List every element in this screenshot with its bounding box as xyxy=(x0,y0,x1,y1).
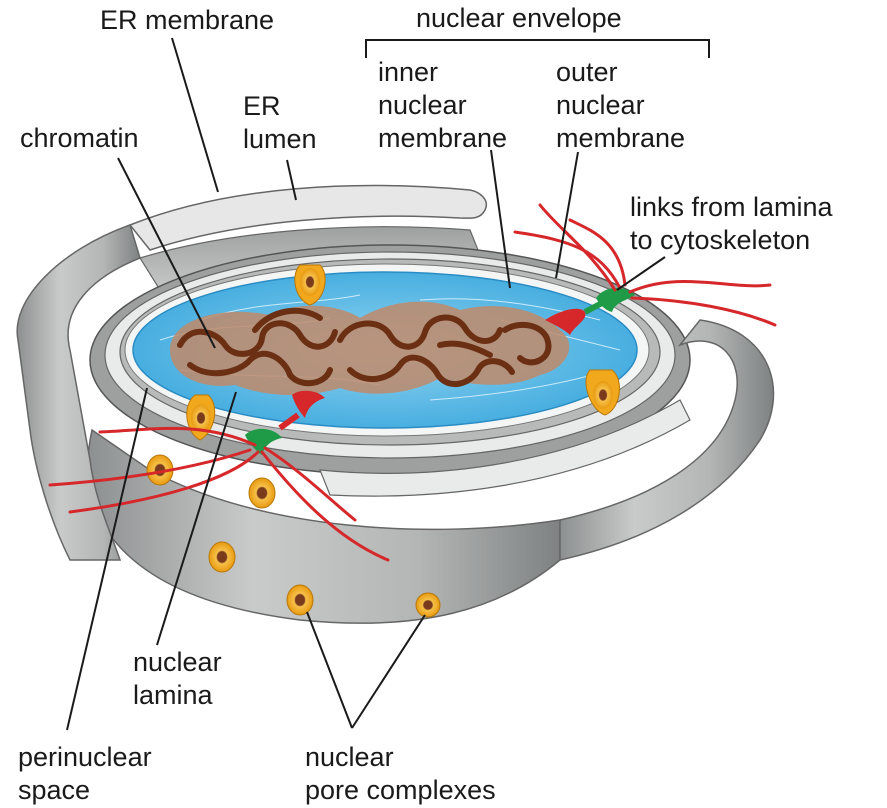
label-inner-nuclear-membrane: inner nuclear membrane xyxy=(378,56,507,155)
chromatin-mass xyxy=(170,302,569,395)
label-er-membrane: ER membrane xyxy=(100,4,274,37)
label-nuclear-envelope: nuclear envelope xyxy=(416,2,622,35)
label-perinuclear-space: perinuclear space xyxy=(18,741,152,807)
pore-complex-side-4 xyxy=(287,585,313,615)
label-nuclear-pore-complexes: nuclear pore complexes xyxy=(305,741,496,807)
pore-complex-side-5 xyxy=(416,593,440,617)
pore-complex-side-3 xyxy=(209,542,235,572)
label-outer-nuclear-membrane: outer nuclear membrane xyxy=(556,56,685,155)
label-links-lamina-cytoskeleton: links from lamina to cytoskeleton xyxy=(630,191,833,257)
pore-complex-side-2 xyxy=(249,478,275,508)
leader-pore-left xyxy=(307,612,352,728)
label-er-lumen: ER lumen xyxy=(243,90,317,156)
leader-pore-right xyxy=(352,615,425,728)
label-nuclear-lamina: nuclear lamina xyxy=(133,646,222,712)
leader-outer-membrane xyxy=(556,152,578,278)
label-chromatin: chromatin xyxy=(20,122,139,155)
leader-er-membrane xyxy=(172,38,218,192)
